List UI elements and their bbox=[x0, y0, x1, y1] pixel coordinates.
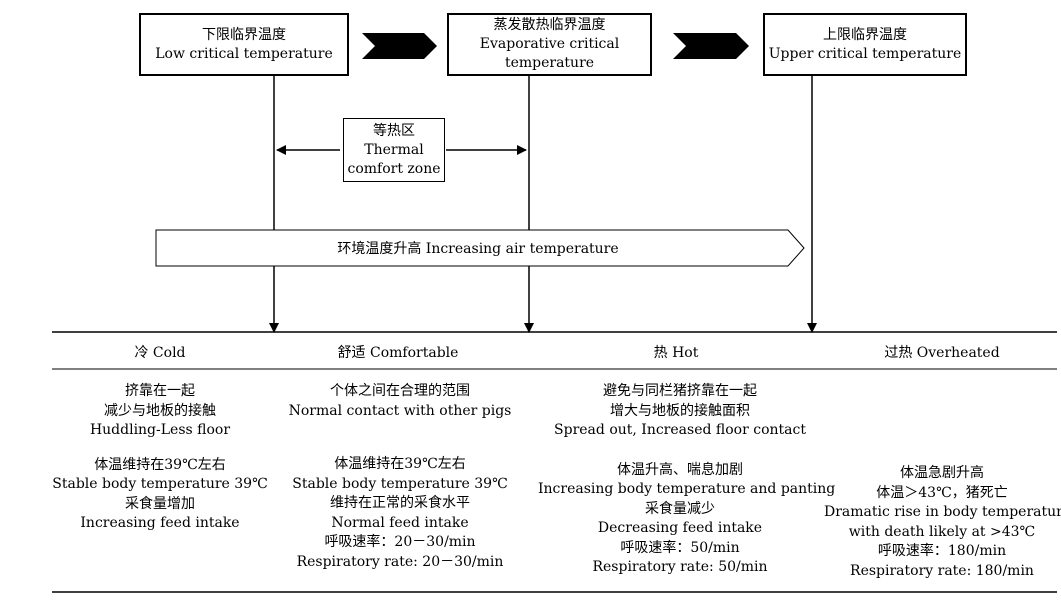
cold-line: 体温维持在39℃左右 bbox=[94, 456, 226, 473]
column-body-comfortable: 个体之间在合理的范围 Normal contact with other pig… bbox=[282, 382, 518, 587]
cold-behavior-group: 挤靠在一起 减少与地板的接触 Huddling-Less floor bbox=[52, 382, 268, 441]
comfort-zone-box: 等热区 Thermal comfort zone bbox=[343, 118, 445, 182]
evap-critical-box: 蒸发散热临界温度 Evaporative critical temperatur… bbox=[447, 13, 652, 76]
column-header-overheated: 过热 Overheated bbox=[884, 345, 1000, 361]
air-temperature-arrow bbox=[155, 229, 805, 267]
cold-line: 挤靠在一起 bbox=[125, 383, 195, 399]
evap-critical-en-2: temperature bbox=[504, 55, 595, 71]
overheated-line: with death likely at >43℃ bbox=[848, 523, 1036, 540]
hot-line: Spread out, Increased floor contact bbox=[554, 422, 806, 438]
low-critical-en: Low critical temperature bbox=[155, 45, 333, 62]
overheated-line: Dramatic rise in body temperature bbox=[824, 504, 1061, 520]
comfort-zone-en-1: Thermal bbox=[364, 141, 424, 158]
comfort-zone-en-2: comfort zone bbox=[347, 160, 441, 177]
column-header-comfortable: 舒适 Comfortable bbox=[337, 345, 459, 361]
hot-line: Respiratory rate: 50/min bbox=[592, 559, 768, 575]
column-body-hot: 避免与同栏猪挤靠在一起 增大与地板的接触面积 Spread out, Incre… bbox=[538, 382, 836, 593]
cold-line: Stable body temperature 39℃ bbox=[52, 476, 268, 492]
overheated-line: Respiratory rate: 180/min bbox=[850, 562, 1034, 579]
hot-line: 呼吸速率：50/min bbox=[620, 539, 740, 556]
low-critical-cn: 下限临界温度 bbox=[202, 26, 286, 43]
comfortable-line: 体温维持在39℃左右 bbox=[334, 456, 466, 472]
hot-line: Decreasing feed intake bbox=[597, 520, 763, 536]
comfortable-behavior-group: 个体之间在合理的范围 Normal contact with other pig… bbox=[282, 382, 518, 421]
upper-critical-en: Upper critical temperature bbox=[768, 45, 962, 62]
cold-line: 减少与地板的接触 bbox=[104, 402, 216, 419]
low-critical-box: 下限临界温度 Low critical temperature bbox=[139, 13, 349, 76]
chevron-arrow-2 bbox=[673, 33, 749, 59]
cold-line: 采食量增加 bbox=[125, 495, 195, 512]
overheated-line: 体温急剧升高 bbox=[900, 465, 984, 481]
hot-line: 增大与地板的接触面积 bbox=[610, 402, 750, 419]
cold-line: Huddling-Less floor bbox=[89, 422, 231, 438]
comfort-zone-cn: 等热区 bbox=[373, 122, 415, 139]
column-body-overheated: 体温急剧升高 体温＞43℃，猪死亡 Dramatic rise in body … bbox=[824, 464, 1061, 596]
cold-physiology-group: 体温维持在39℃左右 Stable body temperature 39℃ 采… bbox=[52, 456, 268, 534]
upper-critical-cn: 上限临界温度 bbox=[823, 26, 907, 43]
hot-physiology-group: 体温升高、喘息加剧 Increasing body temperature an… bbox=[538, 461, 836, 578]
overheated-physiology-group: 体温急剧升高 体温＞43℃，猪死亡 Dramatic rise in body … bbox=[824, 464, 1061, 581]
comfortable-line: Normal contact with other pigs bbox=[288, 402, 512, 419]
column-header-cold: 冷 Cold bbox=[134, 345, 186, 361]
column-header-hot: 热 Hot bbox=[653, 345, 699, 361]
overheated-line: 体温＞43℃，猪死亡 bbox=[876, 484, 1008, 501]
column-body-cold: 挤靠在一起 减少与地板的接触 Huddling-Less floor 体温维持在… bbox=[52, 382, 268, 549]
upper-critical-box: 上限临界温度 Upper critical temperature bbox=[763, 13, 967, 76]
hot-line: 避免与同栏猪挤靠在一起 bbox=[603, 383, 757, 399]
air-temperature-label: 环境温度升高 Increasing air temperature bbox=[337, 241, 619, 257]
cold-line: Increasing feed intake bbox=[80, 515, 240, 531]
comfortable-line: Respiratory rate: 20－30/min bbox=[296, 553, 504, 570]
hot-line: Increasing body temperature and panting bbox=[538, 481, 836, 497]
chevron-arrow-1 bbox=[362, 33, 437, 59]
overheated-line: 呼吸速率：180/min bbox=[877, 543, 1007, 559]
comfortable-line: Stable body temperature 39℃ bbox=[292, 475, 508, 492]
hot-line: 体温升高、喘息加剧 bbox=[617, 461, 743, 478]
evap-critical-cn: 蒸发散热临界温度 bbox=[493, 17, 606, 33]
comfortable-line: Normal feed intake bbox=[331, 514, 469, 531]
comfortable-physiology-group: 体温维持在39℃左右 Stable body temperature 39℃ 维… bbox=[282, 455, 518, 572]
comfortable-line: 呼吸速率：20－30/min bbox=[324, 534, 476, 550]
hot-line: 采食量减少 bbox=[645, 500, 715, 517]
comfortable-line: 维持在正常的采食水平 bbox=[330, 495, 470, 511]
hot-behavior-group: 避免与同栏猪挤靠在一起 增大与地板的接触面积 Spread out, Incre… bbox=[538, 382, 822, 441]
evap-critical-en-1: Evaporative critical bbox=[479, 36, 620, 52]
comfortable-line: 个体之间在合理的范围 bbox=[330, 383, 470, 399]
